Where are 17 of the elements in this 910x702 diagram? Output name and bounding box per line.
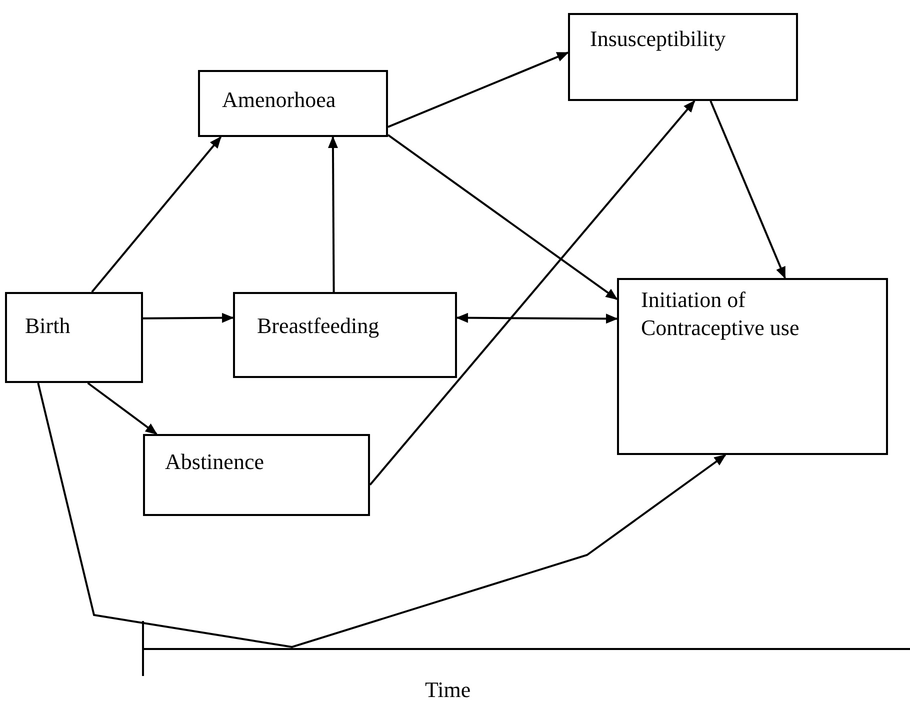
process-box: Insusceptibility <box>568 13 798 101</box>
process-box: Birth <box>5 292 143 383</box>
axis-label: Time <box>425 676 471 702</box>
arrow <box>143 312 234 323</box>
process-box: Initiation of Contraceptive use <box>617 278 888 455</box>
arrow <box>37 382 726 648</box>
arrow <box>87 382 158 435</box>
arrow <box>369 100 696 486</box>
arrow <box>387 134 618 300</box>
arrow <box>328 136 338 292</box>
process-box: Amenorhoea <box>198 70 388 137</box>
arrow <box>388 52 569 128</box>
process-box: Breastfeeding <box>233 292 457 378</box>
arrow <box>91 136 222 293</box>
process-box: Abstinence <box>143 434 370 516</box>
arrow <box>456 312 618 324</box>
arrow <box>710 100 786 279</box>
